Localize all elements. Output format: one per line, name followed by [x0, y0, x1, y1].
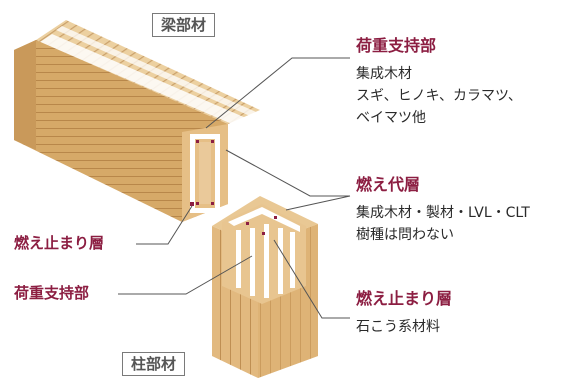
beam-top-face — [36, 20, 260, 124]
beam-section-dots — [196, 140, 214, 205]
load-bearing-line3: ベイマツ他 — [356, 110, 426, 126]
leader-load-bearing-right — [205, 57, 350, 129]
leader-fire-stop-left — [136, 205, 193, 245]
load-bearing-line2: スギ、ヒノキ、カラマツ、 — [356, 88, 522, 104]
load-bearing-line1: 集成木材 — [356, 66, 412, 82]
char-layer-heading: 燃え代層 — [356, 175, 421, 194]
column-member — [212, 196, 318, 378]
char-layer-line1: 集成木材・製材・LVL・CLT — [356, 205, 530, 221]
left-fire-stop-label: 燃え止まり層 — [14, 234, 105, 252]
fire-stop-line1: 石こう系材料 — [356, 319, 440, 335]
leader-load-bearing-left — [118, 255, 253, 295]
leader-char-layer-column — [285, 195, 351, 211]
beam-tag: 梁部材 — [152, 13, 216, 37]
fire-stop-heading: 燃え止まり層 — [356, 289, 453, 308]
leader-char-layer-right — [225, 149, 350, 197]
beam-side-face — [14, 40, 228, 222]
leader-fire-stop-right — [273, 239, 350, 319]
char-layer-line2: 樹種は問わない — [356, 227, 454, 243]
column-section-dots — [246, 216, 277, 235]
beam-member — [14, 20, 260, 222]
column-fire-stop-layer — [228, 207, 300, 298]
load-bearing-heading: 荷重支持部 — [356, 36, 437, 55]
beam-top-gypsum-left — [40, 34, 246, 124]
beam-fire-stop-layer — [190, 134, 220, 213]
leader-lines — [118, 57, 351, 319]
beam-top-gypsum-right — [56, 26, 256, 116]
left-load-bearing-label: 荷重支持部 — [14, 284, 90, 302]
column-tag: 柱部材 — [122, 352, 186, 376]
